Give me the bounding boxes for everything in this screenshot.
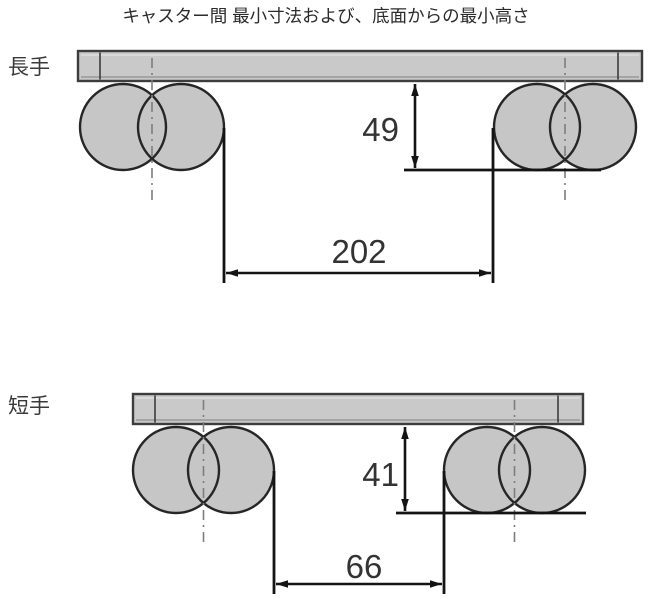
span-dimension-value: 66 — [346, 548, 383, 585]
span-dimension-value: 202 — [331, 233, 386, 270]
short-side-label: 短手 — [8, 395, 50, 418]
board-long — [76, 49, 644, 83]
height-dimension-value: 41 — [362, 456, 399, 493]
board-short — [131, 392, 585, 426]
height-dimension-value: 49 — [362, 111, 399, 148]
drawing-title: キャスター間 最小寸法および、底面からの最小高さ — [122, 6, 529, 26]
long-side-label: 長手 — [8, 56, 50, 79]
diagram-long-side: 長手 49 202 — [8, 49, 644, 283]
diagram-short-side: 短手 41 66 — [8, 392, 587, 594]
